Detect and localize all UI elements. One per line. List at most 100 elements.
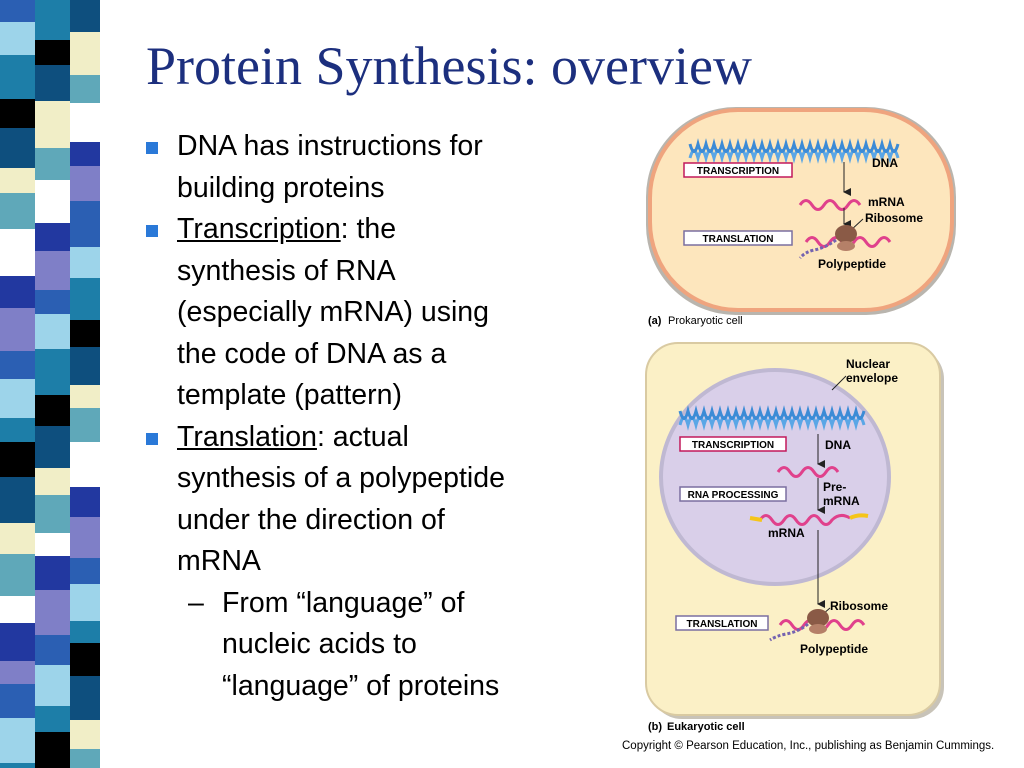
ribosome-large-subunit (835, 225, 857, 243)
sub-bullet-line: nucleic acids to (222, 628, 417, 660)
decorative-tile (70, 676, 100, 720)
decorative-tile (70, 385, 100, 408)
ribosome-small-subunit (809, 624, 827, 634)
bullet-list: DNA has instructions for building protei… (146, 126, 586, 707)
decorative-tile (35, 349, 70, 395)
caption-letter: (a) (648, 315, 662, 327)
translation-label-box (683, 230, 793, 246)
ribosome-small-subunit (837, 241, 855, 251)
decorative-tile (0, 763, 35, 768)
eukaryote-caption: Eukaryotic cell (667, 721, 745, 733)
dna-strand (678, 405, 866, 420)
eukaryotic-cell-panel: Nuclear envelope TRANSCRIPTION DNA RNA P… (645, 342, 944, 733)
polypeptide-chain (798, 238, 837, 259)
mrna-strand (798, 199, 862, 211)
decorative-tile (0, 308, 35, 351)
bullet-line: synthesis of a polypeptide (177, 462, 505, 494)
bullet-line: (especially mRNA) using (177, 296, 490, 328)
sub-bullet-dash: – (188, 586, 204, 619)
nuclear-envelope-pointer (831, 375, 847, 391)
decorative-tile (0, 379, 35, 418)
pre-mrna-label: Pre- (823, 480, 846, 494)
decorative-tile (0, 477, 35, 523)
translation-label-box (675, 615, 769, 631)
bullet-line: DNA has instructions for (177, 130, 483, 162)
dna-label: DNA (872, 156, 898, 170)
nuclear-envelope-label: envelope (846, 371, 898, 385)
prokaryotic-cell (648, 108, 954, 312)
decorative-tile (0, 442, 35, 477)
decorative-tile (0, 596, 35, 623)
decorative-tile (35, 0, 70, 40)
caption-letter: (b) (648, 721, 662, 733)
decorative-tile (35, 635, 70, 665)
mrna-cap (749, 516, 763, 522)
decorative-tile (0, 523, 35, 554)
bullet-line: under the direction of (177, 503, 445, 536)
dna-label: DNA (825, 438, 851, 452)
decorative-tile (35, 251, 70, 290)
decorative-tile (0, 229, 35, 276)
protein-synthesis-figure: TRANSCRIPTION DNA mRNA Ribosome TRANSLAT… (645, 107, 956, 733)
decorative-tile (35, 290, 70, 314)
nucleus (659, 368, 891, 586)
bullet-line: template (pattern) (177, 379, 402, 411)
bullet-marker (146, 142, 158, 154)
dna-strand (688, 138, 900, 153)
decorative-tile (70, 32, 100, 75)
bullet-line: synthesis of RNA (177, 254, 396, 287)
decorative-tile (35, 314, 70, 349)
decorative-tile (70, 278, 100, 320)
decorative-tile (35, 590, 70, 635)
decorative-tile (0, 661, 35, 684)
sub-bullet-line: From “language” of (222, 586, 465, 619)
decorative-tile (35, 180, 70, 223)
polypeptide-label: Polypeptide (800, 642, 868, 656)
mrna-tail (849, 513, 869, 520)
sub-bullet-line: “language” of proteins (222, 669, 500, 702)
pre-mrna-strand (776, 466, 840, 478)
decorative-tile (35, 101, 70, 148)
decorative-tile (0, 22, 35, 55)
decorative-tile (0, 0, 35, 22)
decorative-tile (70, 247, 100, 278)
rna-processing-label: RNA PROCESSING (688, 490, 779, 501)
decorative-tile (70, 0, 100, 32)
decorative-tile (35, 556, 70, 590)
decorative-tile (35, 533, 70, 556)
translation-label: TRANSLATION (687, 619, 758, 630)
decorative-tile (70, 320, 100, 347)
decorative-tile (0, 351, 35, 379)
sub-bullet-item: – From “language” of nucleic acids to “l… (146, 583, 586, 708)
decorative-tile (70, 749, 100, 768)
decorative-tile (70, 621, 100, 643)
decorative-tile (0, 276, 35, 308)
bullet-line: the code of DNA as a (177, 337, 447, 370)
decorative-tile (35, 65, 70, 101)
decorative-tile (70, 517, 100, 558)
decorative-tile (35, 395, 70, 426)
polypeptide-label: Polypeptide (818, 257, 886, 271)
nuclear-envelope-label: Nuclear (846, 357, 890, 371)
decorative-tile (70, 166, 100, 201)
decorative-tile (35, 468, 70, 495)
bullet-line: building proteins (177, 171, 385, 204)
mrna-strand (758, 513, 851, 526)
decorative-tile (35, 223, 70, 251)
decorative-tile (35, 732, 70, 768)
decorative-tile (35, 495, 70, 533)
decorative-tile (70, 103, 100, 142)
decorative-tile (0, 718, 35, 763)
decorative-tile (0, 55, 35, 99)
transcription-label: TRANSCRIPTION (697, 166, 779, 177)
bullet-line: : the (340, 213, 397, 245)
prokaryote-caption: Prokaryotic cell (668, 315, 743, 327)
decorative-tile (70, 347, 100, 385)
ribosome-large-subunit (807, 609, 829, 627)
decorative-tile (0, 554, 35, 596)
decorative-tile (70, 408, 100, 442)
decorative-tile (35, 40, 70, 65)
bullet-line: mRNA (177, 545, 261, 577)
decorative-tile (0, 623, 35, 661)
decorative-tile (0, 684, 35, 718)
